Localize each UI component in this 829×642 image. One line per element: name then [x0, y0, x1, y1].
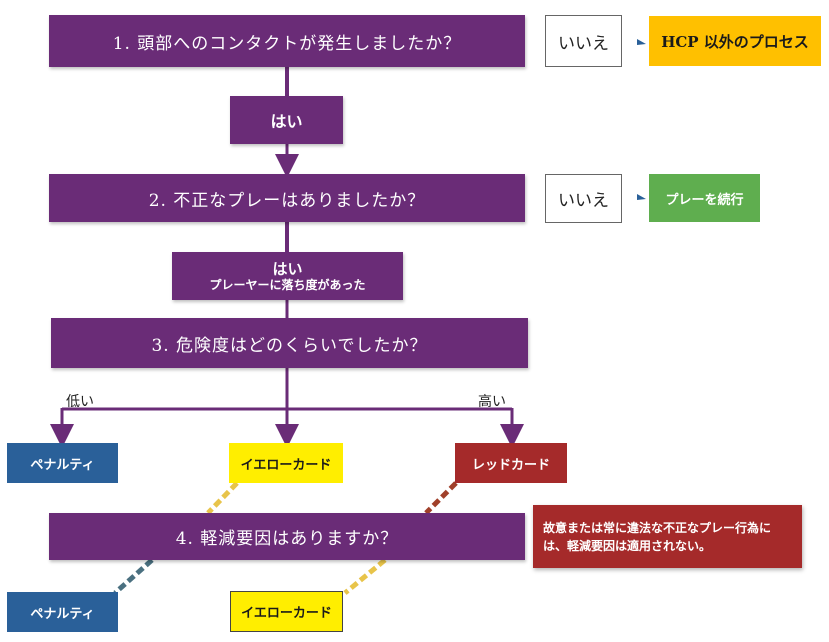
q1-no-box: いいえ	[545, 15, 622, 67]
high-label: 高い	[478, 394, 506, 410]
yes2-title: はい	[272, 259, 303, 278]
yellow-card-box-2: イエローカード	[230, 591, 343, 632]
red-card-box: レッドカード	[455, 443, 567, 483]
low-label: 低い	[66, 394, 94, 410]
question-4: 4. 軽減要因はありますか？	[49, 513, 525, 560]
yes-box-2: はい プレーヤーに落ち度があった	[172, 252, 403, 300]
mitigation-note: 故意または常に違法な不正なプレー行為には、軽減要因は適用されない。	[533, 505, 802, 568]
play-on-box: プレーを続行	[649, 174, 760, 222]
penalty-box-2: ペナルティ	[7, 592, 118, 632]
q2-no-box: いいえ	[545, 174, 622, 223]
yellow-card-box-1: イエローカード	[229, 443, 343, 483]
penalty-box-1: ペナルティ	[7, 443, 118, 483]
non-hcp-process-box: HCP 以外のプロセス	[649, 16, 821, 66]
yes2-subtitle: プレーヤーに落ち度があった	[209, 277, 366, 292]
question-1: 1. 頭部へのコンタクトが発生しましたか？	[49, 15, 525, 67]
question-3: 3. 危険度はどのくらいでしたか？	[51, 318, 528, 368]
question-2: 2. 不正なプレーはありましたか？	[49, 174, 525, 222]
yes-box-1: はい	[230, 96, 343, 144]
